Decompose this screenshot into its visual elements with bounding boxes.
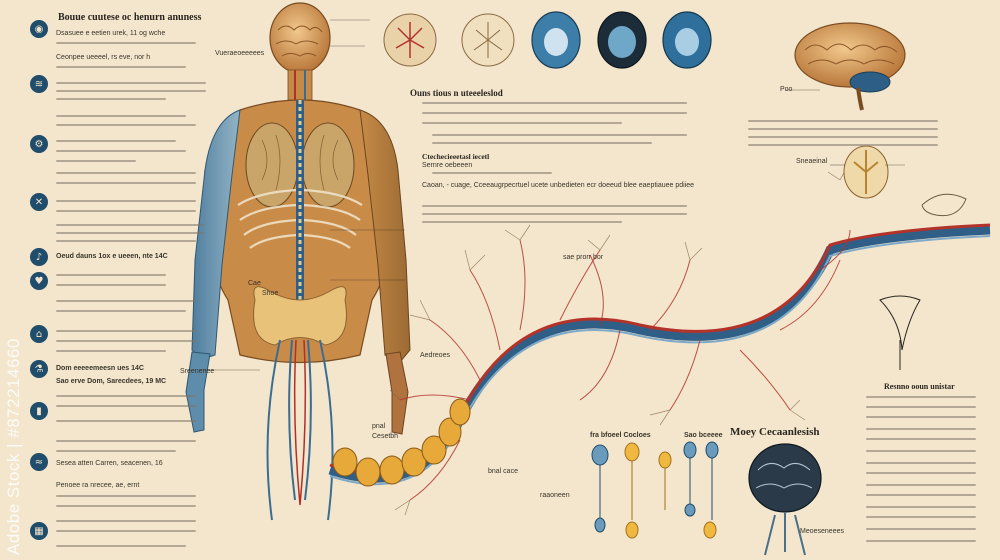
heading-neuron-right: Sao bceeee (684, 432, 723, 439)
brain-sections (383, 11, 712, 69)
body-label-5: Cesetbh (372, 433, 399, 440)
left-line-7: Penoee ra nrecee, ae, ernt (56, 482, 140, 489)
x-icon: ✕ (30, 193, 48, 211)
left-line-5: Sao erve Dom, Sarecdees, 19 MC (56, 378, 167, 385)
body-label-1: Sreenenee (180, 368, 215, 375)
right-arm (359, 109, 411, 363)
heart-icon: ♥ (30, 272, 48, 290)
left-arm (191, 109, 241, 361)
heading-sub-center: Ctechecieeetasl iecetl (422, 152, 490, 161)
brain-label: Poo (780, 86, 793, 93)
flask-icon: ⚗ (30, 360, 48, 378)
right-lung (301, 122, 355, 208)
speaker-icon: ♪ (30, 248, 48, 266)
heading-bottom-right: Moey Cecaanlesish (730, 426, 820, 438)
nerve-label-4: Sneaeinal (796, 158, 828, 165)
head-brain (269, 2, 331, 74)
nerve-fiber (328, 164, 991, 516)
left-line-2: Ceonpee ueeeel, rs eve, nor h (56, 54, 151, 61)
nerve-icon: ≋ (30, 75, 48, 93)
lung-icon: ⌂ (30, 325, 48, 343)
heading-upper-center: Ouns tious n uteeeleslod (410, 88, 503, 98)
left-line-4: Dom eeeeemeesn ues 14C (56, 365, 144, 372)
left-lung (245, 122, 299, 208)
body-label-6: Aedreoes (420, 352, 450, 359)
label-vuer: Vueraeoeeeees (215, 50, 265, 57)
body-label-7: bnal cace (488, 468, 518, 475)
nerve-label-3: Meoeseneees (800, 528, 844, 535)
body-label-3: Shoe (262, 290, 279, 297)
scan-icon: ▦ (30, 522, 48, 540)
heading-neuron-left: fra bfoeel Cocloes (590, 432, 651, 439)
bottom-brain (748, 443, 822, 556)
gear-icon: ⚙ (30, 135, 48, 153)
ganglia-chain (332, 398, 471, 487)
heading-top-left: Bouue cuutese oc henurn anuness (58, 12, 202, 23)
left-line-1: Dsasuee e eetien urek, 11 og wche (56, 30, 166, 37)
large-brain (794, 22, 906, 111)
nerve-label-2: raaoneen (540, 492, 570, 499)
brain-icon: ◉ (30, 20, 48, 38)
left-line-3: Oeud dauns 1ox e ueeen, nte 14C (56, 253, 168, 260)
rib-cage (237, 188, 363, 249)
human-body-figure (185, 2, 411, 521)
body-label-2: Cae (248, 280, 261, 287)
heading-right-panel: Resnno ooun unistar (884, 382, 955, 391)
center-body-label: Sernre oebeeen (422, 162, 473, 169)
stock-watermark: Adobe Stock | #872214660 (4, 320, 24, 560)
watermark-text: Adobe Stock | #872214660 (4, 338, 23, 555)
center-body-detail: Caoan, - cuage, Cceeaugrpecrtuel ucete u… (422, 182, 695, 189)
thermometer-icon: ▮ (30, 402, 48, 420)
neuron-row (591, 441, 719, 539)
nerve-bundle-diagram (879, 295, 921, 370)
body-label-4: pnal (372, 423, 386, 430)
nerve-label-1: sae prorr bor (563, 254, 604, 261)
water-icon: ≈ (30, 453, 48, 471)
left-line-6: Sesea atten Carren, seacenen, 16 (56, 460, 163, 467)
